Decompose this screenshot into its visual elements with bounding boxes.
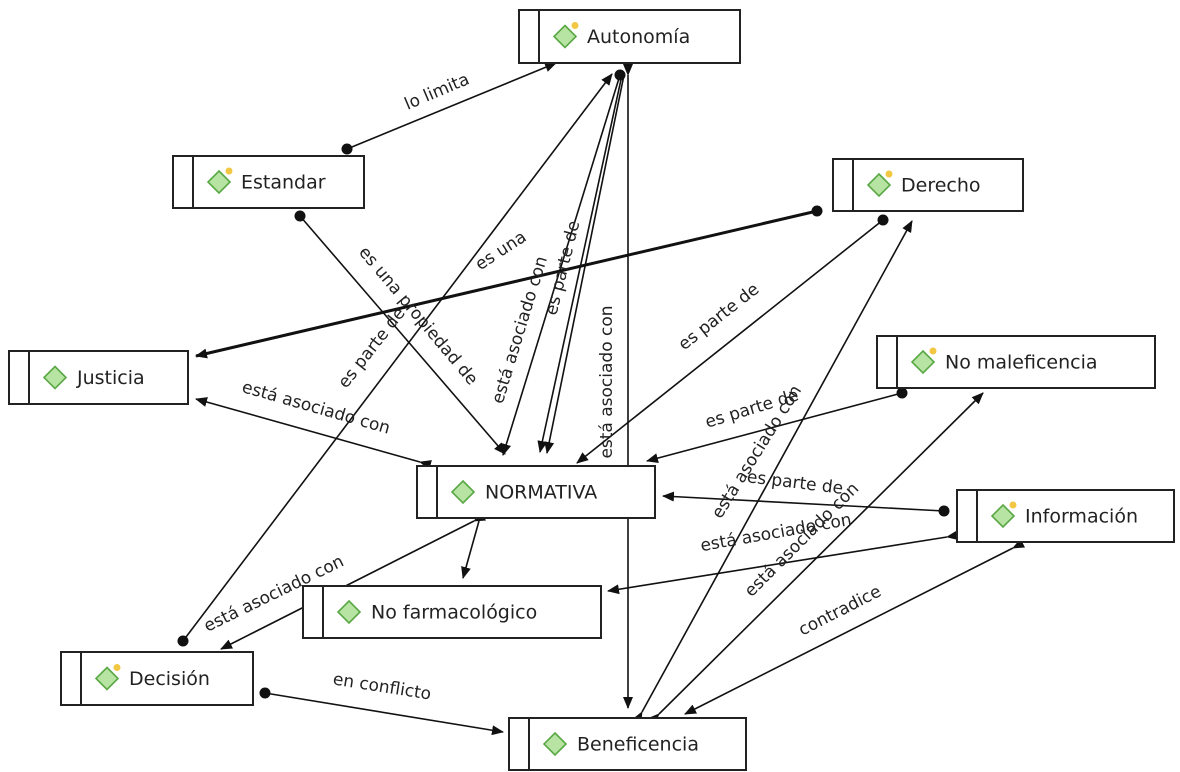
node-box[interactable]: [508, 717, 747, 771]
edge-decision-beneficencia[interactable]: [264, 692, 504, 736]
concept-diamond-icon: [866, 170, 893, 198]
concept-diamond-icon: [910, 347, 937, 375]
edge-informacion-beneficencia[interactable]: [684, 538, 1026, 715]
node-label: Derecho: [901, 175, 981, 197]
edge-label: es una: [472, 227, 530, 275]
node-box[interactable]: [60, 651, 254, 706]
concept-diamond-icon: [206, 167, 233, 195]
node-label: No maleficencia: [945, 352, 1098, 374]
concept-diamond-icon: [552, 22, 579, 49]
edges-layer: [177, 62, 1026, 736]
node-label: Información: [1025, 506, 1138, 528]
node-label: Beneficencia: [577, 734, 699, 756]
edge-autonomia-normativa[interactable]: [544, 74, 625, 454]
edge-source-dot: [877, 214, 889, 226]
node-label: No farmacológico: [371, 602, 537, 624]
node-label: Decisión: [129, 668, 210, 690]
node-label: Autonomía: [587, 26, 690, 48]
edge-beneficencia-derecho[interactable]: [632, 220, 913, 725]
node-label: Justicia: [76, 367, 145, 389]
edge-label: contradice: [795, 582, 884, 641]
edge-source-dot: [811, 205, 823, 217]
edge-label: está asociado con: [597, 305, 617, 458]
node-no-maleficencia[interactable]: No maleficencia: [876, 335, 1156, 389]
node-no-farmacologico[interactable]: No farmacológico: [302, 585, 602, 639]
edge-label: en conflicto: [332, 669, 433, 704]
node-autonomia[interactable]: Autonomía: [518, 9, 741, 64]
node-derecho[interactable]: Derecho: [832, 158, 1024, 212]
edge-source-dot: [938, 505, 950, 517]
edge-source-dot: [896, 387, 908, 399]
node-justicia[interactable]: Justicia: [8, 350, 189, 405]
concept-diamond-icon: [990, 501, 1017, 529]
node-informacion[interactable]: Información: [956, 489, 1175, 543]
node-decision[interactable]: Decisión: [60, 651, 254, 706]
node-beneficencia[interactable]: Beneficencia: [508, 717, 747, 771]
edge-estandar-autonomia[interactable]: [346, 62, 557, 150]
concept-diamond-icon: [542, 731, 568, 757]
node-box[interactable]: [832, 158, 1024, 212]
edge-normativa-no-farmacologico[interactable]: [461, 520, 480, 579]
edge-justicia-normativa[interactable]: [195, 397, 432, 470]
concept-diamond-icon: [94, 664, 121, 691]
node-label: NORMATIVA: [485, 482, 597, 504]
edge-label: lo limita: [402, 69, 473, 114]
edge-autonomia-normativa[interactable]: [501, 74, 621, 456]
node-normativa[interactable]: NORMATIVA: [416, 465, 656, 519]
edge-label: es parte de: [334, 304, 409, 393]
edge-informacion-normativa[interactable]: [662, 491, 945, 512]
node-box[interactable]: [172, 155, 365, 209]
edge-label: es parte de: [746, 467, 844, 499]
edge-label: es parte de: [675, 279, 764, 354]
node-box[interactable]: [8, 350, 189, 405]
edge-autonomia-normativa[interactable]: [537, 74, 623, 453]
edge-label: está asociado con: [240, 377, 393, 438]
node-label: Estandar: [241, 172, 326, 194]
edge-source-dot: [177, 635, 189, 647]
edge-derecho-justicia[interactable]: [195, 209, 818, 359]
edge-label: está asociado con: [488, 254, 552, 406]
edge-estandar-normativa[interactable]: [299, 215, 506, 455]
concept-diamond-icon: [42, 365, 68, 390]
edge-source-dot: [341, 143, 353, 155]
edge-source-dot: [259, 687, 271, 699]
concept-diamond-icon: [336, 599, 362, 625]
concept-diamond-icon: [450, 479, 476, 505]
node-estandar[interactable]: Estandar: [172, 155, 365, 209]
edge-source-dot: [294, 210, 306, 222]
